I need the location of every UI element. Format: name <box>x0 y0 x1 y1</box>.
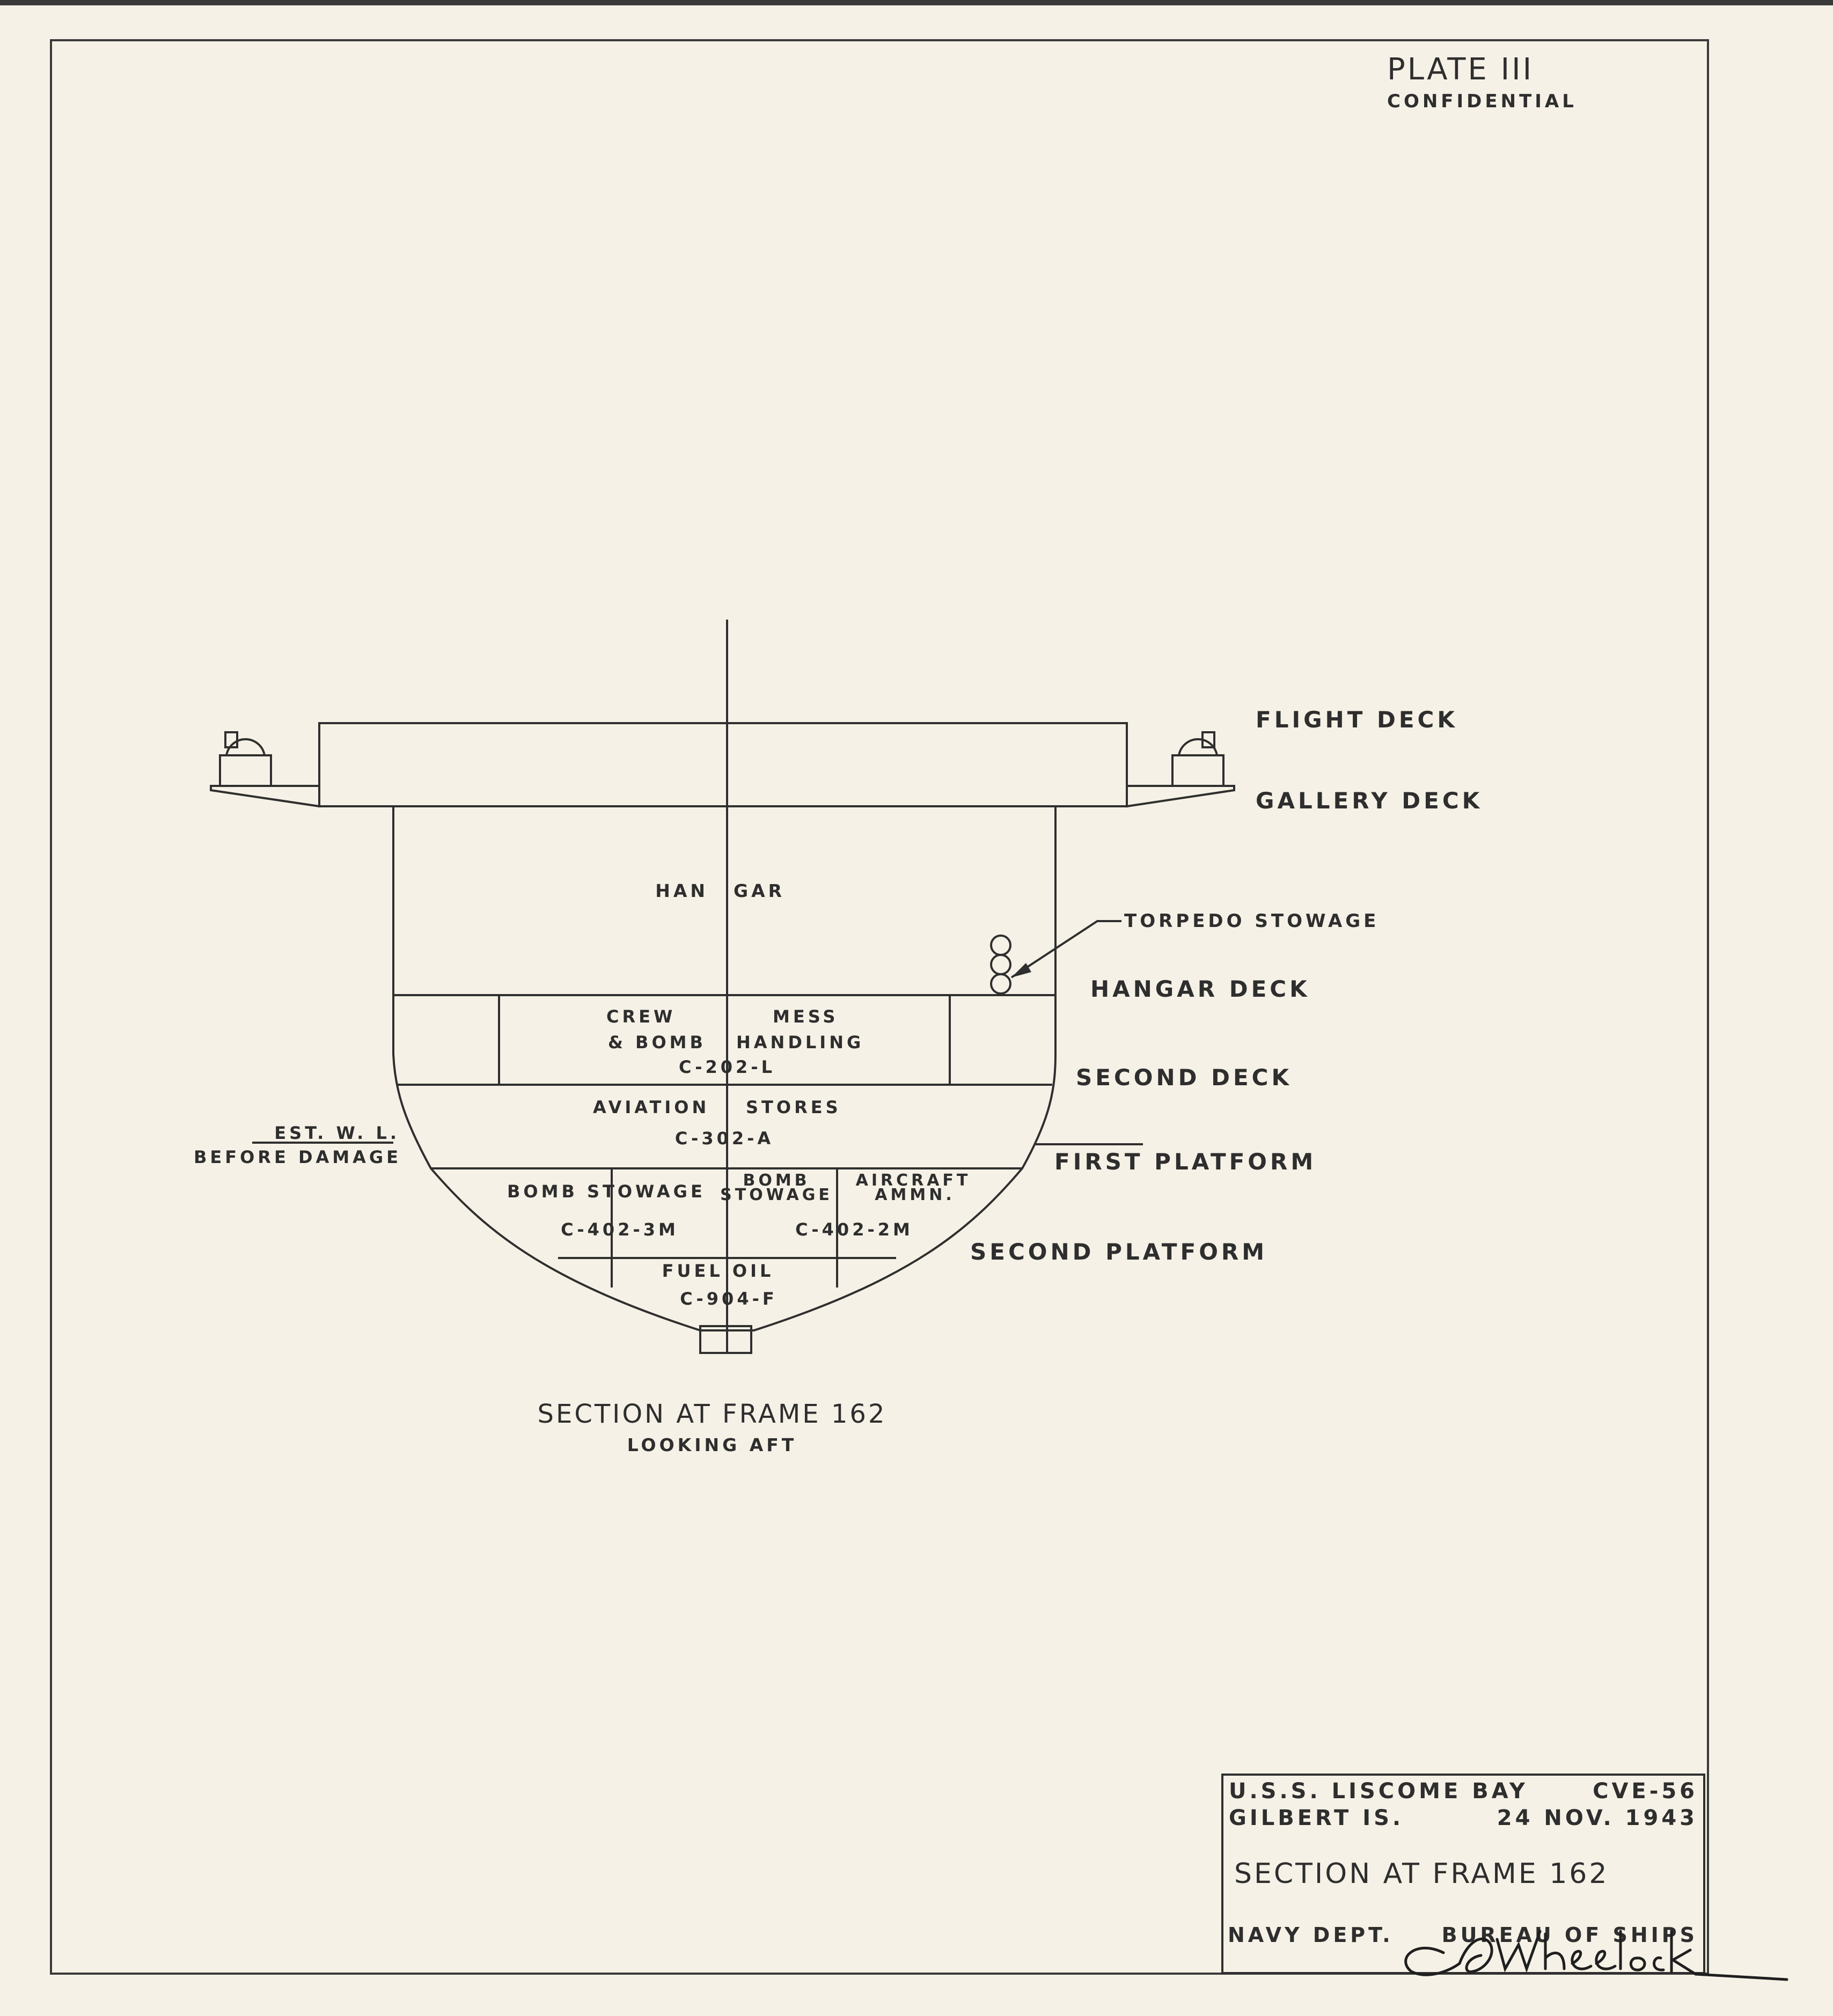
title-block-dept: NAVY DEPT. <box>1228 1923 1394 1947</box>
gun-tub-left-hatch <box>224 731 238 748</box>
torpedo-leader <box>1010 920 1121 978</box>
label-ammn: AMMN. <box>875 1186 955 1204</box>
label-torpedo-stowage: TORPEDO STOWAGE <box>1124 910 1379 932</box>
label-crew: CREW <box>606 1006 676 1027</box>
gun-tub-left <box>219 754 272 787</box>
border-frame <box>50 39 1709 1975</box>
label-second-deck: SECOND DECK <box>1076 1064 1292 1091</box>
torpedo-arrowhead <box>1011 963 1031 977</box>
hull-linework <box>210 620 1235 1354</box>
title-block-location: GILBERT IS. <box>1229 1806 1404 1830</box>
sponson-right <box>1126 785 1235 808</box>
label-stores: STORES <box>746 1097 841 1117</box>
label-bomb-stowage-left: BOMB STOWAGE <box>507 1181 706 1202</box>
label-before-damage: BEFORE DAMAGE <box>194 1147 401 1167</box>
label-crew-code: C-202-L <box>679 1057 775 1077</box>
hull-outline <box>392 806 1057 1331</box>
label-aviation-code: C-302-A <box>675 1128 774 1149</box>
label-second-platform: SECOND PLATFORM <box>970 1239 1267 1265</box>
title-block-title: SECTION AT FRAME 162 <box>1234 1858 1609 1890</box>
caption-subtitle: LOOKING AFT <box>627 1434 797 1455</box>
label-flight-deck: FLIGHT DECK <box>1256 707 1458 733</box>
torpedo-3 <box>990 973 1011 995</box>
label-bomb-mid: BOMB <box>743 1171 810 1190</box>
label-aviation: AVIATION <box>593 1097 709 1117</box>
caption-title: SECTION AT FRAME 162 <box>538 1399 887 1429</box>
top-edge <box>0 0 1833 5</box>
plate-title: PLATE III <box>1387 52 1534 87</box>
gun-tub-right <box>1171 754 1225 787</box>
label-waterline: EST. W. L. <box>274 1123 400 1143</box>
classification: CONFIDENTIAL <box>1387 91 1577 112</box>
title-block-frame <box>1221 1774 1705 1974</box>
label-hangar-deck: HANGAR DECK <box>1090 976 1310 1002</box>
label-handling: HANDLING <box>736 1032 864 1053</box>
torpedo-2 <box>990 954 1011 975</box>
label-stowage-mid: STOWAGE <box>720 1186 833 1204</box>
torpedo-1 <box>990 935 1011 956</box>
label-right-code: C-402-2M <box>795 1219 913 1240</box>
bilge-keel-box <box>699 1325 752 1354</box>
gun-tub-right-hatch <box>1201 731 1215 748</box>
gun-tub-right-dome <box>1178 738 1218 756</box>
title-block-bureau: BUREAU OF SHIPS <box>1442 1923 1698 1947</box>
label-fuel-oil: FUEL OIL <box>662 1261 774 1281</box>
label-aircraft: AIRCRAFT <box>856 1171 971 1190</box>
sponson-left <box>210 785 320 808</box>
label-and-bomb: & BOMB <box>608 1032 706 1053</box>
title-block-hull: CVE-56 <box>1593 1779 1698 1804</box>
title-block-ship: U.S.S. LISCOME BAY <box>1229 1779 1528 1804</box>
label-hangar-left: HAN <box>655 880 708 901</box>
title-block: U.S.S. LISCOME BAY CVE-56 GILBERT IS. 24… <box>1221 1774 1705 1974</box>
label-fuel-code: C-904-F <box>680 1289 777 1309</box>
flight-deck <box>318 722 1128 807</box>
gun-tub-left-dome <box>225 738 266 756</box>
signature <box>1404 1930 1788 1981</box>
title-block-date: 24 NOV. 1943 <box>1497 1806 1698 1830</box>
label-mess: MESS <box>773 1006 838 1027</box>
label-first-platform: FIRST PLATFORM <box>1054 1149 1316 1175</box>
label-bomb-stowage-left-code: C-402-3M <box>561 1219 679 1240</box>
label-gallery-deck: GALLERY DECK <box>1256 788 1483 814</box>
label-hangar-right: GAR <box>734 880 785 901</box>
